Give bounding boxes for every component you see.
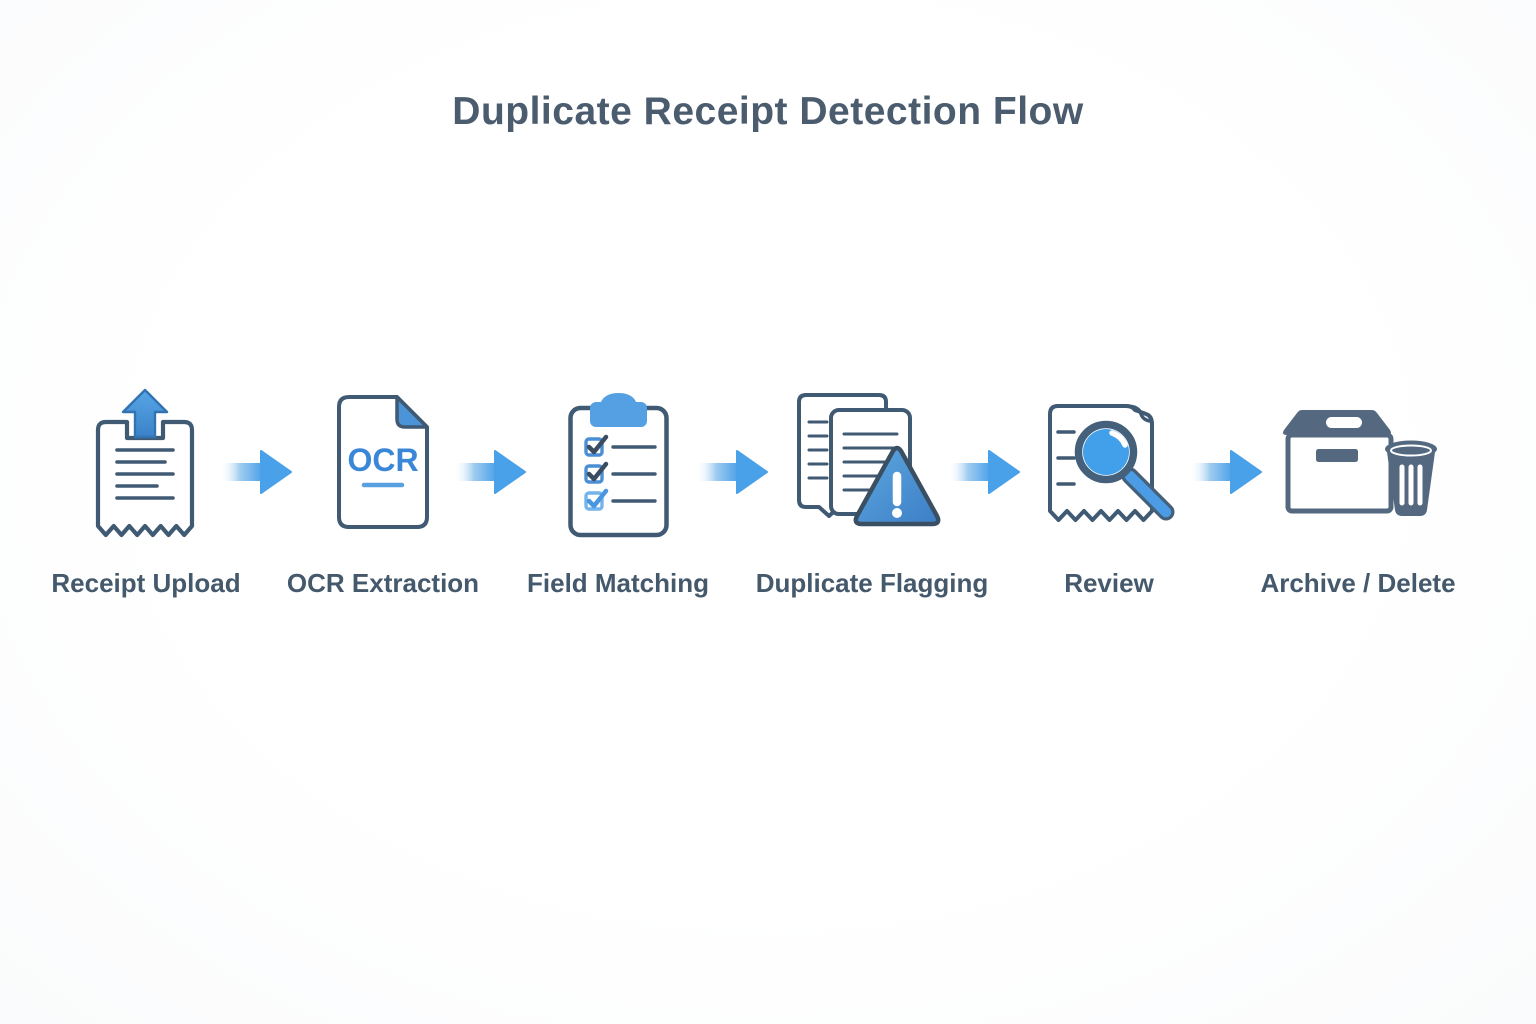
step-ocr-extraction: OCR OCR Extraction	[233, 385, 533, 599]
step-label: OCR Extraction	[286, 568, 480, 598]
step-duplicate-flagging: Duplicate Flagging	[722, 385, 1022, 599]
clipboard-checklist-icon	[567, 392, 669, 537]
page-title: Duplicate Receipt Detection Flow	[452, 90, 1084, 133]
arrow-right-icon	[949, 450, 1020, 494]
step-archive-delete: Archive / Delete	[1208, 385, 1508, 599]
arrow-right-icon	[221, 450, 292, 494]
arrow-right-icon	[697, 450, 768, 494]
step-label: Review	[1064, 568, 1154, 598]
step-receipt-upload: Receipt Upload	[0, 385, 296, 599]
documents-warning-icon	[796, 393, 940, 527]
receipt-upload-icon	[95, 388, 195, 537]
step-label: Receipt Upload	[51, 568, 241, 598]
receipt-magnifier-icon	[1047, 403, 1174, 522]
ocr-text: OCR	[347, 442, 418, 478]
step-review: Review	[959, 385, 1259, 599]
ocr-document-icon: OCR	[337, 394, 429, 529]
step-label: Archive / Delete	[1260, 568, 1456, 598]
arrow-right-icon	[1191, 450, 1262, 494]
step-label: Field Matching	[527, 568, 709, 598]
archive-box-trash-icon	[1282, 409, 1437, 516]
step-field-matching: Field Matching	[468, 385, 768, 599]
step-label: Duplicate Flagging	[755, 568, 989, 598]
arrow-right-icon	[455, 450, 526, 494]
